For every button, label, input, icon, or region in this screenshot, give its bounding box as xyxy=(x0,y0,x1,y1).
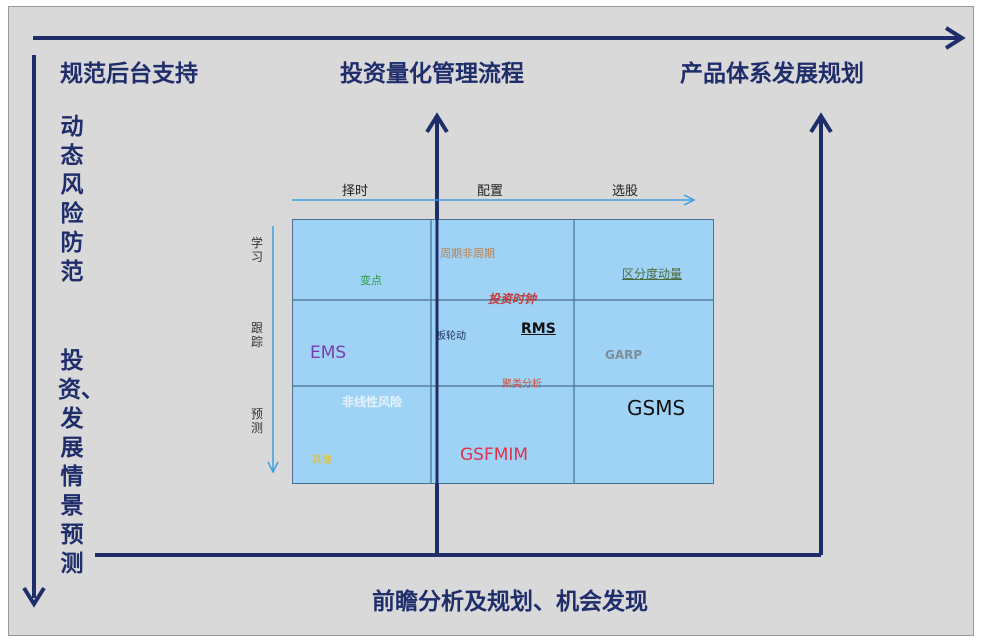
column-label-stock-picking: 选股 xyxy=(612,184,639,199)
label-garp: GARP xyxy=(605,348,643,362)
label-momentum: 区分度动量 xyxy=(622,267,683,281)
title-scenario-forecast: 投资、发展情景预测 xyxy=(58,347,104,577)
title-dynamic-risk: 动态风险防范 xyxy=(60,113,84,285)
matrix-grid xyxy=(292,219,714,484)
row-label-forecast: 预测 xyxy=(250,407,263,435)
label-cluster: 聚类分析 xyxy=(502,379,542,390)
title-backend-support: 规范后台支持 xyxy=(60,60,198,87)
label-rms: RMS xyxy=(521,321,556,337)
title-product-planning: 产品体系发展规划 xyxy=(680,60,864,87)
left-arrow-head xyxy=(22,586,46,608)
row-axis-head xyxy=(267,461,279,474)
label-ems: EMS xyxy=(310,343,347,363)
label-cycle: 周期非周期 xyxy=(440,247,495,260)
label-other: 其他 xyxy=(312,455,332,466)
label-small: 板轮动 xyxy=(436,331,466,342)
top-arrow-head xyxy=(944,26,966,50)
column-label-timing: 择时 xyxy=(342,184,369,199)
right-arrow-head xyxy=(809,112,833,134)
title-forward-analysis: 前瞻分析及规划、机会发现 xyxy=(372,588,648,615)
column-label-allocation: 配置 xyxy=(477,184,504,199)
label-nonlinear: 非线性风险 xyxy=(342,395,403,409)
row-label-track: 跟踪 xyxy=(250,321,263,349)
row-label-learn: 学习 xyxy=(250,236,263,264)
label-gsms: GSMS xyxy=(627,396,686,420)
title-quant-process: 投资量化管理流程 xyxy=(340,60,524,87)
label-gsfmim: GSFMIM xyxy=(460,445,529,465)
label-invest-clock: 投资时钟 xyxy=(488,292,537,306)
column-axis-head xyxy=(683,194,696,206)
center-arrow-head xyxy=(425,112,449,134)
label-change-point: 变点 xyxy=(360,274,382,287)
